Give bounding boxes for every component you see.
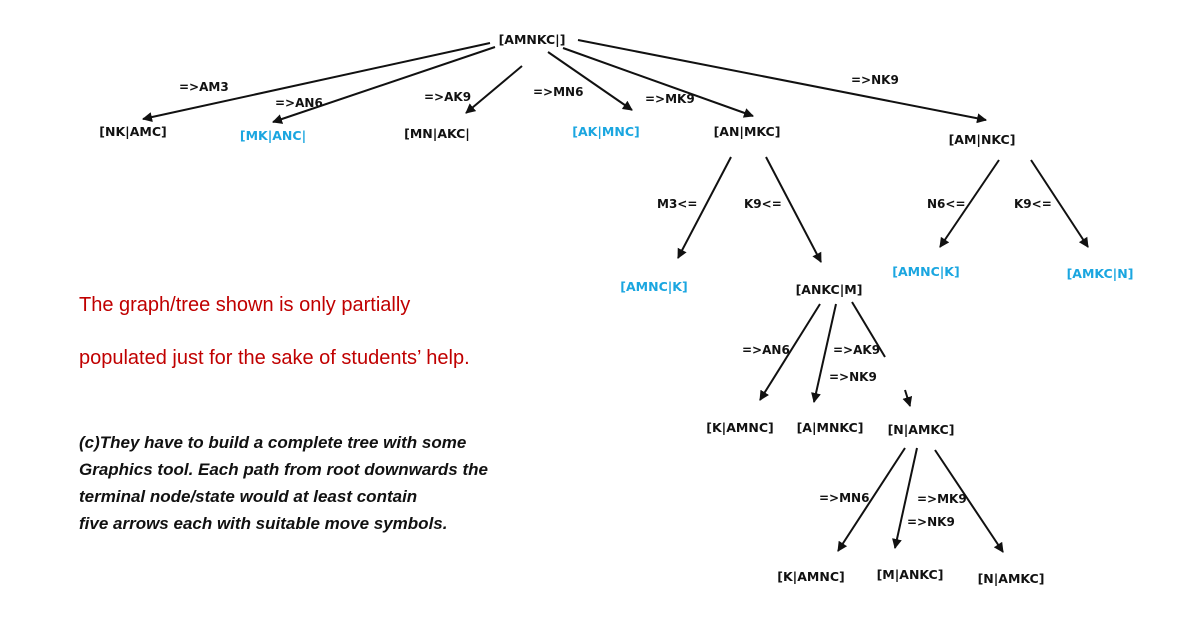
move-label-n6-back: N6<= (927, 197, 966, 211)
edge-ankc-m-n-amkc (851, 301, 886, 358)
node-nk-amc: [NK|AMC] (99, 124, 167, 139)
edge-am-nkc-amkc-n (1030, 159, 1089, 248)
node-mk-anc: [MK|ANC| (239, 128, 307, 143)
root-node: [AMNKC|] (495, 32, 569, 47)
move-label-mn6: =>MN6 (533, 85, 584, 99)
edge-root-am-nkc (577, 39, 987, 124)
node-amkc-n: [AMKC|N] (1066, 266, 1134, 281)
move-label-ak9: =>AK9 (424, 90, 472, 104)
move-label-mk9: =>MK9 (645, 92, 695, 106)
node-n-amkc: [N|AMKC] (887, 422, 955, 437)
note-line-2: populated just for the sake of students’… (79, 347, 470, 369)
edge-root-mk-anc (272, 46, 496, 124)
edge-an-mkc-amnc-k (677, 156, 732, 259)
edge-ankc-m-k-amnc (759, 303, 821, 401)
node-an-mkc: [AN|MKC] (713, 124, 781, 139)
task-line-4: five arrows each with suitable move symb… (79, 514, 448, 533)
edge-root-mn-akc (465, 65, 523, 114)
edge-root-an-mkc (562, 47, 754, 118)
task-instructions: (c)They have to build a complete tree wi… (79, 429, 488, 537)
move-label-mk9-sub: =>MK9 (917, 492, 967, 506)
node-mn-akc: [MN|AKC| (404, 126, 470, 141)
move-label-nk9: =>NK9 (851, 73, 899, 87)
move-label-k9-back: K9<= (744, 197, 782, 211)
move-label-m3-back: M3<= (657, 197, 698, 211)
task-line-2: Graphics tool. Each path from root downw… (79, 460, 488, 479)
node-ankc-m: [ANKC|M] (795, 282, 863, 297)
node-k-amnc-a: [K|AMNC] (706, 420, 774, 435)
node-am-nkc: [AM|NKC] (948, 132, 1016, 147)
node-amnc-k-left: [AMNC|K] (620, 279, 688, 294)
move-label-nk9-sub: =>NK9 (829, 370, 877, 384)
move-label-an6-sub: =>AN6 (742, 343, 790, 357)
move-label-am3: =>AM3 (179, 80, 229, 94)
node-a-mnkc: [A|MNKC] (796, 420, 864, 435)
edge-am-nkc-amnc-k (939, 159, 1000, 248)
edge-root-ak-mnc (547, 51, 633, 111)
move-label-ak9-sub: =>AK9 (833, 343, 881, 357)
move-label-k9-back-right: K9<= (1014, 197, 1052, 211)
node-m-ankc: [M|ANKC] (876, 567, 944, 582)
move-label-mn6-sub: =>MN6 (819, 491, 870, 505)
node-amnc-k-right: [AMNC|K] (892, 264, 960, 279)
node-ak-mnc: [AK|MNC] (572, 124, 640, 139)
edge-n-amkc-k-amnc (837, 447, 906, 552)
move-label-an6: =>AN6 (275, 96, 323, 110)
task-line-1: (c)They have to build a complete tree wi… (79, 433, 467, 452)
edge-ankc-m-a-mnkc (811, 303, 837, 403)
edge-an-mkc-ankc-m (765, 156, 822, 263)
task-line-3: terminal node/state would at least conta… (79, 487, 418, 506)
edge-ankc-m-n-amkc-head (902, 389, 913, 407)
node-n-amkc-b: [N|AMKC] (977, 571, 1045, 586)
edge-n-amkc-n-amkc (934, 449, 1004, 553)
edge-root-nk-amc (142, 42, 491, 122)
note-line-1: The graph/tree shown is only partially (79, 294, 411, 316)
edge-n-amkc-m-ankc (892, 447, 918, 549)
node-k-amnc-b: [K|AMNC] (777, 569, 845, 584)
move-label-nk9-sub2: =>NK9 (907, 515, 955, 529)
